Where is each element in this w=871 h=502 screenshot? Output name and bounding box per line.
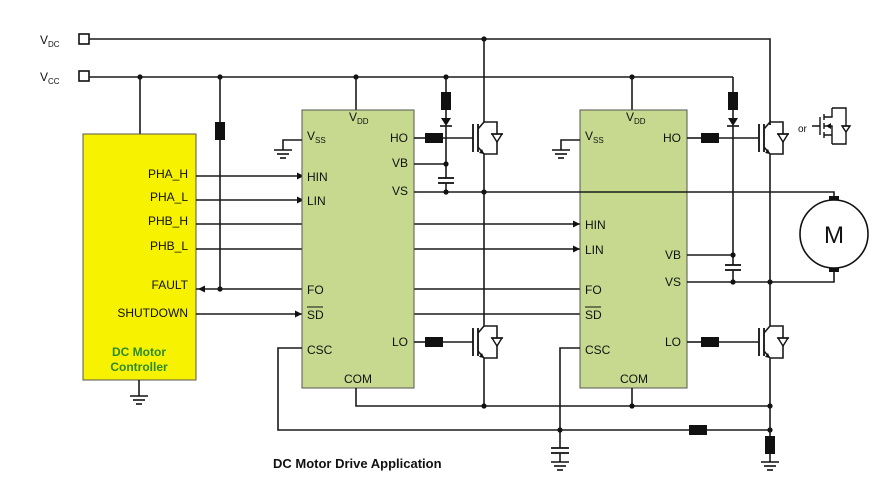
controller-pin-fault: FAULT xyxy=(152,278,189,292)
vdc-rail: VDC xyxy=(40,33,771,125)
ic-right-vdd: VDD xyxy=(626,110,646,126)
ic-left-lin: LIN xyxy=(307,194,326,208)
controller-pin-pha-h: PHA_H xyxy=(148,167,188,181)
controller-pin-pha-l: PHA_L xyxy=(150,190,188,204)
ic-right-hin: HIN xyxy=(585,218,606,232)
right-high-igbt-icon xyxy=(758,119,790,282)
vcc-terminal xyxy=(78,70,90,82)
ic-left-ho: HO xyxy=(390,131,408,145)
controller-pin-phb-l: PHB_L xyxy=(150,239,188,253)
rail-junctions xyxy=(137,36,635,80)
motor-label: M xyxy=(824,222,844,249)
controller-title-line2: Controller xyxy=(110,360,168,374)
left-bootstrap-resistor xyxy=(441,92,451,110)
right-bootstrap-resistor xyxy=(728,92,738,110)
ic-left-sd: SD xyxy=(307,308,324,322)
ic-left-vb: VB xyxy=(392,156,408,170)
ic-right-vss: VSS xyxy=(585,129,604,145)
right-ho-resistor xyxy=(701,133,719,143)
ic-left-csc: CSC xyxy=(307,343,333,357)
ic-right-vs: VS xyxy=(665,275,681,289)
sense-filter-resistor xyxy=(689,425,707,435)
driver-ic-left: VDD VSS HIN LIN FO SD CSC HO VB VS LO CO… xyxy=(301,109,415,389)
mosfet-alternative-icon xyxy=(812,107,852,145)
ic-right-sd: SD xyxy=(585,308,602,322)
ic-right-ho: HO xyxy=(663,131,681,145)
fault-pullup-resistor xyxy=(215,122,225,140)
csc-ground-icon xyxy=(551,461,569,471)
ic-left-com: COM xyxy=(344,372,372,386)
shunt-ground-icon xyxy=(761,461,779,471)
controller-body xyxy=(82,133,197,381)
ic-left-vss-ground-icon xyxy=(274,149,292,159)
controller-title-line1: DC Motor xyxy=(112,345,166,359)
vcc-rail: VCC xyxy=(40,70,733,86)
driver-ic-right: VDD VSS HIN LIN FO SD CSC HO VB VS LO CO… xyxy=(579,109,688,389)
ic-left-hin: HIN xyxy=(307,170,328,184)
left-lo-resistor xyxy=(425,337,443,347)
ic-left-vdd: VDD xyxy=(349,110,369,126)
left-low-igbt-icon xyxy=(472,192,504,406)
ic-right-csc: CSC xyxy=(585,343,611,357)
vdc-label: VDC xyxy=(40,33,60,49)
motor: M xyxy=(799,196,869,272)
driver-ic-right-body xyxy=(579,109,688,389)
ic-left-lo: LO xyxy=(392,335,408,349)
right-lo-resistor xyxy=(701,337,719,347)
ic-left-vss: VSS xyxy=(307,129,326,145)
ic-right-lin: LIN xyxy=(585,243,604,257)
right-low-igbt-icon xyxy=(758,282,790,406)
diagram-caption: DC Motor Drive Application xyxy=(273,456,442,471)
right-bootstrap-diode-icon xyxy=(728,118,738,126)
vcc-label: VCC xyxy=(40,70,60,86)
ic-right-vss-ground-icon xyxy=(552,149,570,159)
driver-ic-left-body xyxy=(301,109,415,389)
ic-right-fo: FO xyxy=(585,283,602,297)
ic-right-vb: VB xyxy=(665,248,681,262)
controller-ground-icon xyxy=(130,395,148,405)
ic-right-com: COM xyxy=(620,372,648,386)
controller-pin-phb-h: PHB_H xyxy=(148,214,188,228)
left-high-igbt-icon xyxy=(472,39,504,192)
ic-left-vs: VS xyxy=(392,184,408,198)
left-ho-resistor xyxy=(425,133,443,143)
vdc-terminal xyxy=(78,33,90,45)
dc-motor-controller: PHA_H PHA_L PHB_H PHB_L FAULT SHUTDOWN D… xyxy=(82,133,197,381)
motor-icon xyxy=(799,199,869,269)
controller-pin-shutdown: SHUTDOWN xyxy=(117,306,188,320)
alt-or-label: or xyxy=(798,124,808,135)
shunt-resistor xyxy=(765,436,775,454)
left-bootstrap-diode-icon xyxy=(441,118,451,126)
ic-right-lo: LO xyxy=(665,335,681,349)
ic-left-fo: FO xyxy=(307,283,324,297)
